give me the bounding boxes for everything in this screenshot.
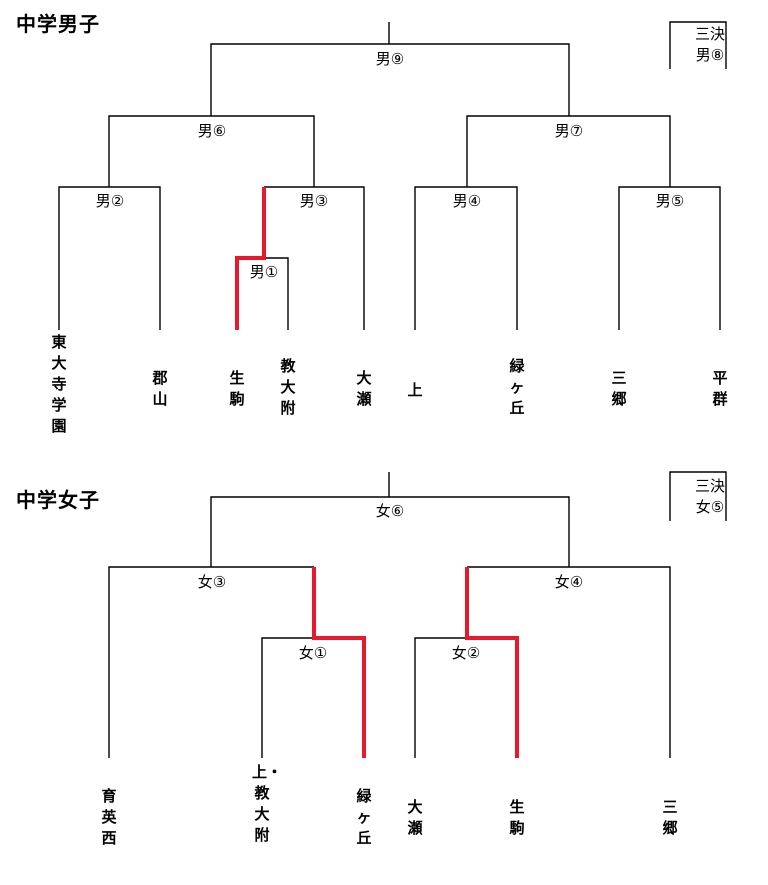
girls-winner-path-2 [465,567,519,758]
boys-team-name: 三郷 [611,369,627,408]
girls-match-2-lines [414,637,467,758]
girls-team-name: 上・教大附 [252,763,283,844]
boys-team-name: 郡山 [152,369,168,408]
girls-match-4-lines [467,566,671,758]
boys-team-name: 大瀬 [356,369,372,408]
boys-team-name: 東大寺学園 [51,333,67,435]
boys-winner-path [235,187,266,330]
boys-match-4-lines [414,186,518,330]
girls-match-3-lines [108,566,314,758]
boys-bracket-lines [58,21,727,330]
girls-match-3-label: 女③ [197,573,227,591]
girls-bracket-lines [108,471,727,758]
boys-match-5-label: 男⑤ [655,192,685,210]
boys-match-6-lines [108,115,315,187]
boys-team-name: 緑ヶ丘 [509,357,525,417]
boys-team-name: 教大附 [280,357,296,417]
boys-match-4-label: 男④ [452,192,482,210]
girls-team-name: 育英西 [101,787,117,847]
boys-match-5-lines [618,186,721,330]
boys-third-place-line2: 男⑧ [695,46,725,64]
girls-third-place-line1: 三決 [694,477,726,495]
boys-third-place-box [669,21,727,69]
boys-match-3-lines [264,186,365,330]
boys-third-place-label: 三決 男⑧ [695,24,725,66]
boys-team-name: 上 [407,381,423,399]
boys-team-name: 生駒 [229,369,245,408]
girls-match-1-label: 女① [298,644,328,662]
boys-section-title: 中学男子 [16,12,100,36]
boys-third-place-line1: 三決 [694,25,726,43]
girls-winner-path-1 [312,567,366,758]
boys-match-1-lines [264,257,289,330]
girls-match-6-lines [210,496,570,567]
boys-match-2-label: 男② [95,192,125,210]
girls-match-4-label: 女④ [554,573,584,591]
girls-team-name: 生駒 [509,798,525,837]
boys-match-6-label: 男⑥ [197,122,227,140]
boys-match-7-lines [466,115,671,187]
boys-match-7-label: 男⑦ [554,122,584,140]
boys-team-name: 平群 [712,369,728,408]
girls-team-name: 緑ヶ丘 [356,787,372,847]
girls-match-1-lines [261,637,314,758]
girls-match-2-label: 女② [451,644,481,662]
boys-match-9-label: 男⑨ [375,50,405,68]
girls-third-place-line2: 女⑤ [695,498,725,516]
girls-match-6-label: 女⑥ [375,502,405,520]
girls-section-title: 中学女子 [16,488,100,512]
girls-team-name: 大瀬 [407,798,423,837]
girls-third-place-box [669,471,727,521]
girls-team-name: 三郷 [662,798,678,837]
boys-match-1-label: 男① [249,263,279,281]
boys-match-3-label: 男③ [299,192,329,210]
girls-third-place-label: 三決 女⑤ [695,476,725,518]
boys-match-9-lines [210,43,570,116]
boys-match-2-lines [58,186,161,330]
